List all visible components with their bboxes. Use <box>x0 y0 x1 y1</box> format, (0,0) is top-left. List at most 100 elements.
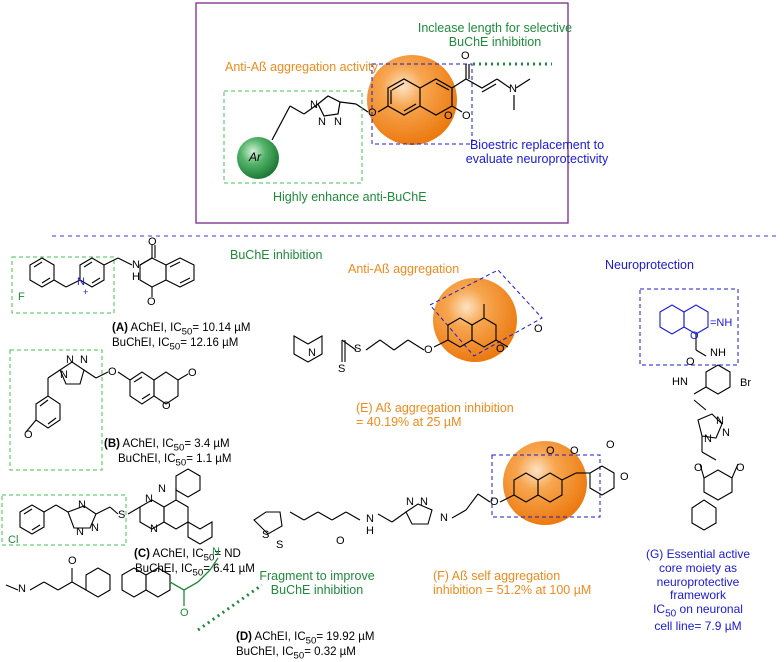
atom-o-left-g: O <box>694 462 703 474</box>
atom-n1-f: N <box>440 512 448 524</box>
compound-d-line1: (D) AChEI, IC50= 19.92 µM <box>236 631 374 646</box>
compound-b-buche-sub: 50 <box>175 457 187 469</box>
atom-o-carbonyl-f: O <box>570 445 579 457</box>
compound-c-caption: (C) AChEI, IC50= ND BuChEI, IC50= 6.41 µ… <box>134 548 255 579</box>
compound-c-dashed-box <box>1 494 127 546</box>
orange-sphere-f <box>503 441 587 525</box>
atom-n3-top: N <box>334 116 342 128</box>
compound-a-ache-label: AChEI, IC <box>127 322 182 334</box>
compound-d-id: (D) <box>236 631 252 643</box>
highly-enhance-label: Highly enhance anti-BuChE <box>273 190 427 204</box>
compound-g-line5: IC50 on neuronal <box>628 602 768 620</box>
compound-a-structure <box>29 245 195 297</box>
atom-n-pyridinium-a: N <box>77 276 85 288</box>
atom-n-left-d: N <box>18 583 26 595</box>
atom-nh-f: N <box>366 513 374 525</box>
atom-n3-b: N <box>80 354 88 366</box>
atom-o-ring-e: O <box>496 343 505 355</box>
compound-a-ache-sub: 50 <box>181 326 193 338</box>
compound-c-ache-sub: 50 <box>203 552 215 564</box>
atom-n3-g: N <box>704 433 712 445</box>
atom-n4-c: N <box>145 493 153 505</box>
compound-d-structure <box>5 567 171 598</box>
compound-b-line1: (B) AChEI, IC50= 3.4 µM <box>104 438 232 453</box>
coumarin-dashed-box-g <box>639 288 739 366</box>
atom-o-amide-a: O <box>148 236 157 248</box>
increase-length-line2: BuChE inhibition <box>448 35 542 50</box>
atom-o-ether-f: O <box>490 496 499 508</box>
atom-n-amide-a: N <box>132 259 140 271</box>
coumarin-dashed-box-f <box>491 454 601 518</box>
compound-c-id: (C) <box>134 548 150 560</box>
compound-g-line4: framework <box>669 588 726 603</box>
atom-n3-c: N <box>91 522 99 534</box>
atom-f-a: F <box>18 291 25 303</box>
compound-e-line1: (E) Aß aggregation inhibition <box>356 401 514 415</box>
atom-n2-b: N <box>60 369 68 381</box>
atom-o-carbonyl-top: O <box>462 110 471 122</box>
compound-g-header: Neuroprotection <box>605 258 694 272</box>
compound-d-line2: BuChEI, IC50= 0.32 µM <box>236 646 374 661</box>
atom-o-methoxy1-f: O <box>606 439 615 451</box>
increase-length-label: Inclease length for selective BuChE inhi… <box>380 21 610 50</box>
atom-h-f: H <box>366 525 374 537</box>
compound-b-buche-label: BuChEI, IC <box>118 453 176 466</box>
compound-g-line2: core moiety as <box>658 560 738 575</box>
bioisosteric-label: Bioestric replacement to evaluate neurop… <box>452 138 622 167</box>
atom-n1-c: N <box>78 499 86 511</box>
increase-length-line1: Inclease length for selective <box>417 21 573 35</box>
atom-o-ring-a: O <box>147 296 156 308</box>
atom-o-methoxy-b: O <box>24 429 33 441</box>
fragment-dotted <box>197 583 263 632</box>
compound-c-buche-value: = 6.41 µM <box>203 563 255 576</box>
atom-o-ring-g: O <box>690 330 699 342</box>
atom-o-methoxy2-f: O <box>620 471 629 483</box>
atom-o-ketone-top: O <box>461 50 470 62</box>
bioisosteric-line2: evaluate neuroprotectivity <box>465 152 609 167</box>
compound-e-caption: (E) Aß aggregation inhibition = 40.19% a… <box>356 401 514 430</box>
fragment-line1: Fragment to improve <box>259 569 375 583</box>
orange-sphere-top <box>367 55 457 145</box>
anti-abeta-label: Anti-Aß aggregation activity <box>225 60 378 74</box>
atom-s-c: S <box>118 509 126 521</box>
atom-n-e: N <box>308 347 316 359</box>
atom-o-ring-f: O <box>546 445 555 457</box>
compound-b-dashed-box <box>9 349 103 471</box>
atom-hn-g: HN <box>672 376 688 388</box>
atom-o-ring-b: O <box>162 400 171 412</box>
compound-f-caption: (F) Aß self aggregation inhibition = 51.… <box>433 569 591 598</box>
compound-a-line1: (A) AChEI, IC50= 10.14 µM <box>112 322 250 337</box>
compound-a-buche-value: = 12.16 µM <box>180 337 239 350</box>
compound-e-header: Anti-Aß aggregation <box>348 262 460 276</box>
compound-a-dashed-box <box>11 256 115 314</box>
compound-c-buche-sub: 50 <box>192 567 204 579</box>
compound-d-fragment <box>169 557 219 606</box>
atom-n2-g: N <box>722 427 730 439</box>
compound-d-caption: (D) AChEI, IC50= 19.92 µM BuChEI, IC50= … <box>236 631 374 662</box>
compound-g-ic-rest: on neuronal <box>676 602 743 617</box>
compound-a-header: BuChE inhibition <box>230 248 323 262</box>
orange-sphere-e <box>433 278 517 362</box>
compound-b-line2: BuChEI, IC50= 1.1 µM <box>104 453 232 468</box>
coumarin-structure-top <box>289 64 531 117</box>
compound-g-line6: cell line= 7.9 µM <box>654 619 742 634</box>
atom-o-ether-e: O <box>424 344 433 356</box>
bioisosteric-line1: Bioestric replacement to <box>469 138 605 152</box>
atom-cl-c: Cl <box>8 534 19 546</box>
atom-n2-f: N <box>406 496 414 508</box>
fragment-label: Fragment to improve BuChE inhibition <box>252 569 382 598</box>
compound-a-ache-value: = 10.14 µM <box>192 322 251 334</box>
compound-a-caption: (A) AChEI, IC50= 10.14 µM BuChEI, IC50= … <box>112 322 250 353</box>
atom-o-amide-f: O <box>336 535 345 547</box>
compound-a-line2: BuChEI, IC50= 12.16 µM <box>112 337 250 352</box>
compound-b-ache-sub: 50 <box>173 442 185 454</box>
compound-a-buche-label: BuChEI, IC <box>112 337 170 350</box>
atom-o-ether-top: O <box>368 107 377 119</box>
compound-d-ache-value: = 19.92 µM <box>316 631 375 643</box>
compound-c-buche-label: BuChEI, IC <box>135 563 193 576</box>
compound-d-buche-value: = 0.32 µM <box>304 646 356 659</box>
atom-o-right-d: O <box>180 607 189 619</box>
compound-b-structure <box>25 361 189 433</box>
